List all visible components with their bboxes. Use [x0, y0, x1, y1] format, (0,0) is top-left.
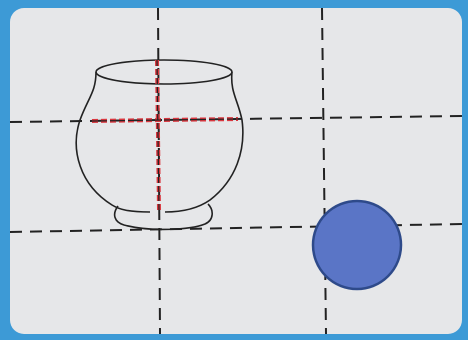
vase-axis-ink	[92, 60, 238, 210]
blue-circle	[313, 201, 401, 289]
vase-body-right	[165, 72, 243, 212]
grid-line-vertical-right	[322, 8, 326, 334]
dashed-grid	[10, 8, 462, 334]
vase-foot	[115, 204, 213, 229]
vase-rim	[96, 60, 232, 84]
vase-highlight-axes	[92, 60, 238, 210]
vase-body-left	[76, 72, 150, 212]
